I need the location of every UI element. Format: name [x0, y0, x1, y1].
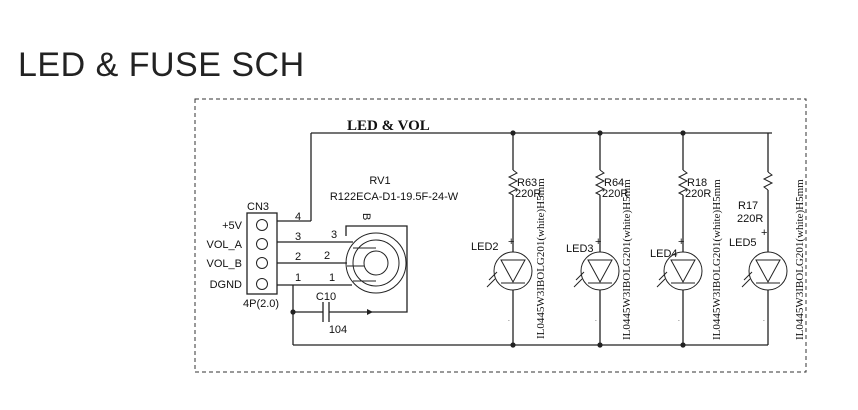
led-part: IL0445W3IBOLG201(white)H5mm — [535, 178, 547, 339]
resistor-value: 220R — [685, 188, 711, 200]
led-ref: LED3 — [566, 243, 594, 255]
led-part: IL0445W3IBOLG201(white)H5mm — [794, 179, 806, 340]
page-title: LED & FUSE SCH — [18, 46, 305, 84]
pot-pin-number: 1 — [329, 272, 335, 284]
led-plus: + — [508, 236, 514, 248]
resistor-value: 220R — [602, 188, 628, 200]
resistor-ref: R63 — [517, 177, 537, 189]
schematic-border — [194, 98, 807, 373]
connector-footprint: 4P(2.0) — [243, 298, 279, 310]
connector-pin-name: VOL_B — [207, 258, 242, 270]
led-branch-led3: R64 220R LED3 + - IL0445W3IBOLG201(white… — [566, 133, 633, 345]
net-label-led-vol: LED & VOL — [347, 118, 430, 134]
led-branch-led2: R63 220R LED2 + - IL0445W3IBOLG201(white… — [471, 133, 547, 345]
connector-ref: CN3 — [247, 201, 269, 213]
potentiometer-rv1: RV1 R122ECA-D1-19.5F-24-W B 3 2 1 — [324, 175, 459, 313]
pot-pin-label: B — [360, 213, 372, 220]
led-minus: - — [678, 318, 680, 324]
connector-pin-number: 2 — [295, 251, 301, 263]
connector-pin-number: 4 — [295, 211, 301, 223]
pot-pin-number: 2 — [324, 250, 330, 262]
resistor-ref: R17 — [738, 200, 758, 212]
connector-pin-name: VOL_A — [207, 239, 243, 251]
connector-pin-name: +5V — [222, 220, 243, 232]
pot-part: R122ECA-D1-19.5F-24-W — [330, 191, 459, 203]
connector-pin-number: 1 — [295, 272, 301, 284]
led-ref: LED4 — [650, 248, 678, 260]
led-plus: + — [595, 236, 601, 248]
led-plus: + — [761, 227, 767, 239]
led-minus: - — [763, 318, 765, 324]
capacitor-value: 104 — [329, 324, 347, 336]
led-ref: LED2 — [471, 241, 499, 253]
led-part: IL0445W3IBOLG201(white)H5mm — [621, 179, 633, 340]
resistor-ref: R64 — [604, 177, 624, 189]
capacitor-ref: C10 — [316, 291, 336, 303]
capacitor-c10: C10 104 — [293, 291, 373, 336]
resistor-value: 220R — [737, 213, 763, 225]
connector-cn3: CN3 4P(2.0) +5V VOL_A VOL_B DGND 4 3 2 1 — [207, 201, 302, 310]
pot-pin-number: 3 — [331, 229, 337, 241]
led-branch-led4: R18 220R LED4 + - IL0445W3IBOLG201(white… — [650, 133, 723, 345]
led-minus: - — [508, 318, 510, 324]
led-ref: LED5 — [729, 237, 757, 249]
led-minus: - — [595, 318, 597, 324]
led-part: IL0445W3IBOLG201(white)H5mm — [711, 179, 723, 340]
resistor-value: 220R — [515, 188, 541, 200]
connector-pin-name: DGND — [210, 279, 242, 291]
connector-pin-number: 3 — [295, 231, 301, 243]
led-branch-led5: R17 220R LED5 + - IL0445W3IBOLG201(white… — [729, 133, 806, 345]
led-plus: + — [678, 236, 684, 248]
resistor-ref: R18 — [687, 177, 707, 189]
pot-ref: RV1 — [369, 175, 390, 187]
